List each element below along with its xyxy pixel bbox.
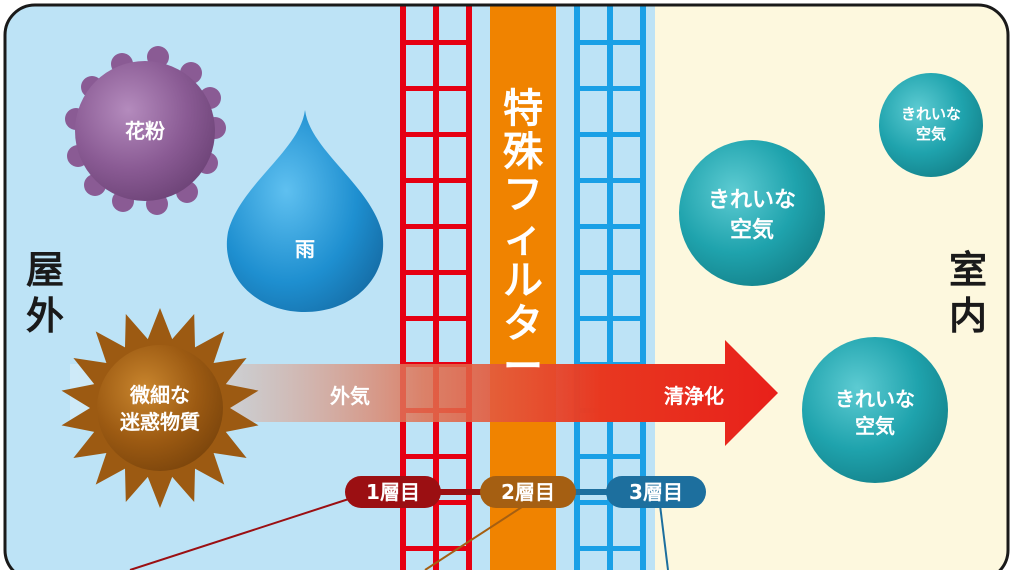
pollen-label: 花粉	[125, 119, 165, 143]
outside-air-label: 外気	[330, 384, 370, 408]
orange-filter-layer	[490, 5, 556, 570]
layer3-connector	[659, 504, 669, 570]
indoor-label: 室内	[948, 248, 987, 338]
layer1-connector	[129, 495, 359, 570]
clean-air-bottom-label: きれいな 空気	[835, 387, 915, 438]
clean-air-small-bubble	[879, 73, 983, 177]
clean-air-large-bubble	[679, 140, 825, 286]
outdoor-label: 屋外	[25, 248, 64, 338]
clean-air-small-label: きれいな 空気	[900, 105, 961, 144]
pollen-icon	[65, 46, 226, 215]
clean-air-large-label: きれいな 空気	[707, 188, 796, 243]
filter-title: 特殊フィルター	[503, 86, 543, 390]
layer1-badge: 1層目	[345, 476, 441, 508]
layer3-badge: 3層目	[606, 476, 706, 508]
clean-air-bottom-bubble	[802, 337, 948, 483]
particles-label: 微細な 迷惑物質	[120, 383, 200, 434]
raindrop-icon	[226, 110, 384, 312]
layer2-connector	[424, 504, 526, 570]
diagram-frame	[3, 3, 1010, 570]
rain-label: 雨	[295, 237, 315, 261]
purified-label: 清浄化	[664, 384, 724, 408]
layer2-badge: 2層目	[480, 476, 576, 508]
blue-mesh-layer	[574, 5, 646, 570]
red-mesh-layer	[400, 5, 472, 570]
